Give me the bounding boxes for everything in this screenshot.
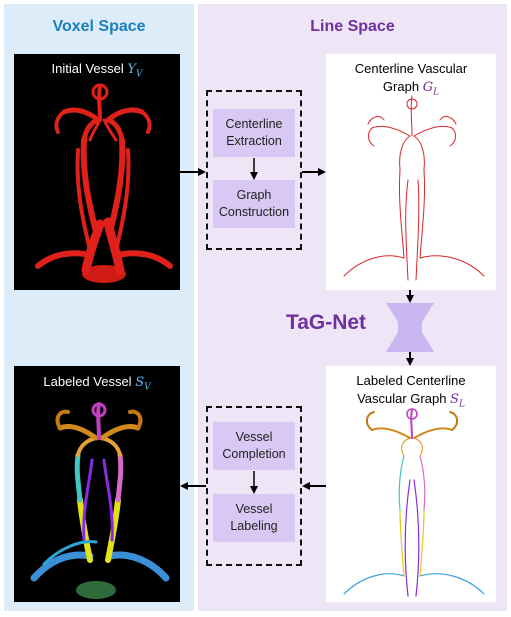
labeled-symbol-letter: S xyxy=(135,375,145,390)
labeled-cl-caption-text: Vascular Graph xyxy=(357,391,447,406)
vessel-labeling-line2: Labeling xyxy=(230,519,278,533)
labeled-centerline-caption: Labeled Centerline Vascular Graph SL xyxy=(326,372,496,414)
tagnet-hourglass-icon xyxy=(386,303,434,352)
labeled-vessel-caption: Labeled Vessel SV xyxy=(14,373,180,397)
centerline-symbol: GL xyxy=(422,80,440,98)
graph-construction-line1: Graph xyxy=(236,188,272,202)
centerline-graph-image xyxy=(326,54,496,290)
labeled-cl-symbol-sub: L xyxy=(458,399,465,410)
initial-vessel-symbol: YV xyxy=(127,62,143,80)
centerline-extraction-line2: Extraction xyxy=(226,134,282,148)
centerline-caption-text: Graph xyxy=(382,79,420,94)
labeled-symbol-sub: V xyxy=(144,382,151,393)
labeled-cl-caption-line2: Vascular Graph SL xyxy=(326,390,496,414)
tagnet-label: TaG-Net xyxy=(285,311,367,334)
initial-symbol-letter: Y xyxy=(127,62,136,77)
centerline-symbol-sub: L xyxy=(433,87,440,98)
labeled-centerline-illustration xyxy=(343,408,485,597)
labeled-cl-symbol: SL xyxy=(450,392,465,410)
initial-vessel-caption: Initial Vessel YV xyxy=(14,60,180,84)
initial-symbol-sub: V xyxy=(135,69,143,80)
initial-vessel-illustration xyxy=(35,83,173,283)
centerline-caption: Centerline Vascular Graph GL xyxy=(326,60,496,102)
centerline-symbol-letter: G xyxy=(422,80,434,95)
voxel-space-title: Voxel Space xyxy=(52,18,146,35)
centerline-caption-line1: Centerline Vascular xyxy=(354,61,468,76)
vessel-completion-line1: Vessel xyxy=(235,430,273,444)
preprocessing-group xyxy=(206,90,302,250)
centerline-extraction-line1: Centerline xyxy=(225,117,283,131)
vessel-completion-line2: Completion xyxy=(222,447,286,461)
centerline-caption-line2: Graph GL xyxy=(326,78,496,102)
labeled-centerline-graph-image xyxy=(326,366,496,602)
labeled-cl-caption-line1: Labeled Centerline xyxy=(356,373,466,388)
labeled-vessel-caption-text: Labeled Vessel xyxy=(43,374,132,389)
initial-vessel-image xyxy=(14,54,180,290)
postprocessing-group xyxy=(206,406,302,566)
labeled-vessel-symbol: SV xyxy=(135,375,151,393)
vessel-labeling-line1: Vessel xyxy=(235,502,273,516)
labeled-cl-symbol-letter: S xyxy=(450,392,459,407)
centerline-graph-illustration xyxy=(343,95,485,281)
labeled-vessel-illustration xyxy=(30,402,170,599)
initial-vessel-caption-text: Initial Vessel xyxy=(51,61,124,76)
line-space-title: Line Space xyxy=(310,18,395,35)
graph-construction-line2: Construction xyxy=(218,205,290,219)
